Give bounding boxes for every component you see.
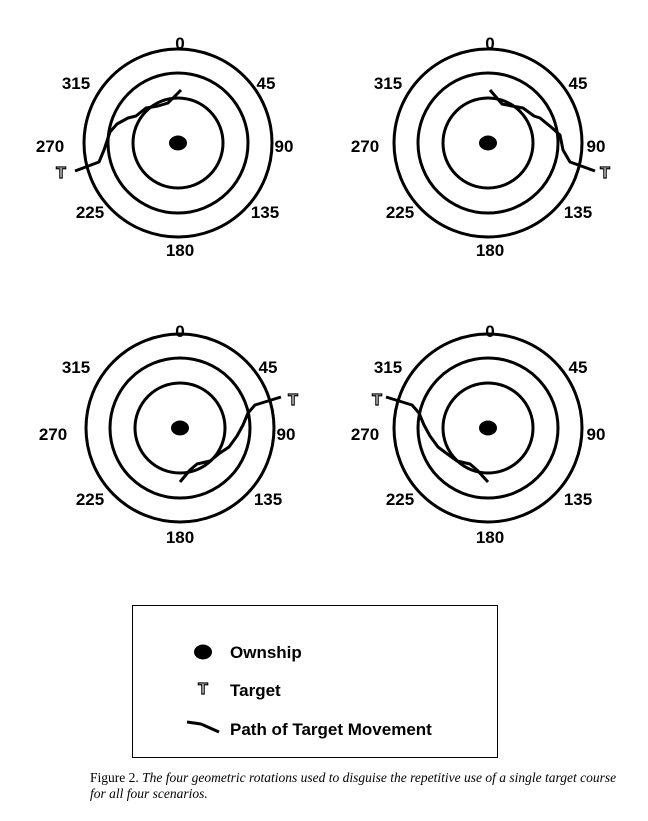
bearing-label-90: 90 xyxy=(587,137,606,156)
bearing-label-315: 315 xyxy=(62,358,90,377)
outer-ring xyxy=(84,332,276,524)
target-symbol: T xyxy=(56,165,66,182)
middle-ring xyxy=(106,71,250,215)
diagram-top-left: T 0 45 90 135 180 225 270 315 xyxy=(36,34,294,260)
target-icon: T xyxy=(198,681,208,698)
target-path xyxy=(385,395,490,484)
legend-box: T Ownship Target Path of Target Movement xyxy=(132,605,498,758)
bearing-label-0: 0 xyxy=(175,34,184,53)
bearing-label-90: 90 xyxy=(587,425,606,444)
bearing-label-270: 270 xyxy=(351,425,379,444)
bearing-label-90: 90 xyxy=(277,425,296,444)
bearing-label-0: 0 xyxy=(485,34,494,53)
bearing-label-180: 180 xyxy=(476,528,504,547)
legend-path-label: Path of Target Movement xyxy=(230,720,432,739)
bearing-label-180: 180 xyxy=(476,241,504,260)
bearing-label-0: 0 xyxy=(175,322,184,341)
legend-graphics: T Ownship Target Path of Target Movement xyxy=(186,643,432,739)
middle-ring xyxy=(108,356,252,500)
middle-ring xyxy=(416,356,560,500)
bearing-label-135: 135 xyxy=(564,203,592,222)
figure-canvas: T 0 45 90 135 180 225 270 315 T 0 45 90 … xyxy=(36,34,611,547)
bearing-label-225: 225 xyxy=(386,203,414,222)
ownship-marker xyxy=(169,135,187,151)
bearing-label-45: 45 xyxy=(569,74,588,93)
target-path xyxy=(178,395,282,483)
bearing-label-45: 45 xyxy=(569,358,588,377)
bearing-label-135: 135 xyxy=(564,490,592,509)
legend-target-label: Target xyxy=(230,681,281,700)
legend-ownship-label: Ownship xyxy=(230,643,302,662)
caption-lead: Figure 2. xyxy=(90,770,139,785)
bearing-label-180: 180 xyxy=(166,528,194,547)
bearing-label-225: 225 xyxy=(386,490,414,509)
ownship-icon xyxy=(194,644,212,660)
middle-ring xyxy=(416,71,560,215)
bearing-label-45: 45 xyxy=(257,74,276,93)
bearing-label-0: 0 xyxy=(485,322,494,341)
bearing-label-225: 225 xyxy=(76,490,104,509)
outer-ring xyxy=(392,47,584,239)
bearing-label-180: 180 xyxy=(166,241,194,260)
bearing-label-315: 315 xyxy=(374,74,402,93)
target-symbol: T xyxy=(372,392,382,409)
inner-ring xyxy=(441,381,535,475)
figure-caption: Figure 2. The four geometric rotations u… xyxy=(90,770,630,802)
diagram-bottom-right: T 0 45 90 135 180 225 270 315 xyxy=(351,322,606,547)
bearing-label-270: 270 xyxy=(39,425,67,444)
bearing-label-90: 90 xyxy=(275,137,294,156)
target-path xyxy=(488,89,596,173)
diagram-bottom-left: T 0 45 90 135 180 225 270 315 xyxy=(39,322,299,547)
bearing-label-270: 270 xyxy=(36,137,64,156)
path-icon xyxy=(186,720,220,734)
ownship-marker xyxy=(479,420,497,436)
bearing-label-270: 270 xyxy=(351,137,379,156)
target-symbol: T xyxy=(288,392,298,409)
bearing-label-135: 135 xyxy=(251,203,279,222)
target-path xyxy=(74,88,183,173)
outer-ring xyxy=(392,332,584,524)
inner-ring xyxy=(133,381,227,475)
bearing-label-315: 315 xyxy=(62,74,90,93)
target-symbol: T xyxy=(600,165,610,182)
inner-ring xyxy=(441,96,535,190)
caption-body: The four geometric rotations used to dis… xyxy=(90,770,617,801)
bearing-label-45: 45 xyxy=(259,358,278,377)
ownship-marker xyxy=(171,420,189,436)
diagram-top-right: T 0 45 90 135 180 225 270 315 xyxy=(351,34,611,260)
bearing-label-135: 135 xyxy=(254,490,282,509)
ownship-marker xyxy=(479,135,497,151)
bearing-label-225: 225 xyxy=(76,203,104,222)
bearing-label-315: 315 xyxy=(374,358,402,377)
outer-ring xyxy=(82,47,274,239)
inner-ring xyxy=(131,96,225,190)
